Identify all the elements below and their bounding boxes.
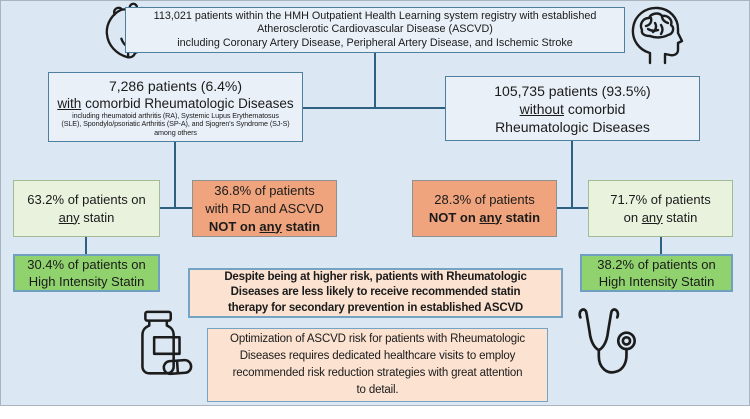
no-rd-not-statin-line: 28.3% of patients <box>434 191 535 207</box>
conclusion-box: Despite being at higher risk, patients w… <box>188 268 563 318</box>
with-rd-label: with comorbid Rheumatologic Diseases <box>57 95 294 111</box>
rd-not-statin-line: NOT on any statin <box>208 218 321 234</box>
no-rd-high-intensity-box: 38.2% of patients on High Intensity Stat… <box>580 254 733 292</box>
recommendation-box: Optimization of ASCVD risk for patients … <box>207 328 548 402</box>
recommendation-line: to detail. <box>356 384 399 396</box>
without-rd-count: 105,735 patients (93.5%) <box>494 82 651 99</box>
registry-box: 113,021 patients within the HMH Outpatie… <box>125 7 625 53</box>
connector-left-horizontal <box>160 207 193 209</box>
rd-high-intensity-line: High Intensity Statin <box>28 274 145 289</box>
connector-right-vertical <box>571 141 573 208</box>
no-rd-high-intensity-line: High Intensity Statin <box>598 274 715 289</box>
with-rd-count: 7,286 patients (6.4%) <box>108 77 243 94</box>
stethoscope-icon <box>566 303 648 392</box>
with-rd-subtext: among others <box>154 127 197 137</box>
no-rd-high-intensity-line: 38.2% of patients on <box>597 256 716 272</box>
registry-line: 113,021 patients within the HMH Outpatie… <box>153 9 597 22</box>
recommendation-line: recommended risk reduction strategies wi… <box>232 367 523 379</box>
recommendation-line: Diseases requires dedicated healthcare v… <box>239 350 516 362</box>
connector-branch-horizontal <box>303 107 446 109</box>
rd-high-intensity-box: 30.4% of patients on High Intensity Stat… <box>13 254 160 292</box>
brain-head-icon <box>623 3 693 70</box>
registry-line: Atherosclerotic Cardiovascular Disease (… <box>257 23 493 36</box>
conclusion-line: Diseases are less likely to receive reco… <box>230 286 521 299</box>
connector-left-statin-vertical <box>85 237 87 255</box>
recommendation-line: Optimization of ASCVD risk for patients … <box>230 333 525 345</box>
registry-line: including Coronary Artery Disease, Perip… <box>177 36 573 49</box>
no-rd-any-statin-line: 71.7% of patients <box>610 191 711 207</box>
no-rd-any-statin-line: on any statin <box>623 209 698 225</box>
rd-not-statin-line: with RD and ASCVD <box>205 200 324 216</box>
with-rd-box: 7,286 patients (6.4%) with comorbid Rheu… <box>48 72 303 142</box>
rd-not-on-statin-box: 36.8% of patients with RD and ASCVD NOT … <box>192 180 337 237</box>
rd-any-statin-line: any statin <box>58 209 115 225</box>
connector-right-statin-vertical <box>660 237 662 255</box>
no-rd-not-statin-line: NOT on any statin <box>428 209 541 225</box>
pill-bottle-icon <box>118 306 202 391</box>
conclusion-line: therapy for secondary prevention in esta… <box>227 301 524 314</box>
conclusion-line: Despite being at higher risk, patients w… <box>224 270 527 283</box>
connector-left-vertical <box>174 142 176 208</box>
without-rd-label: without comorbid <box>519 100 626 117</box>
rd-high-intensity-line: 30.4% of patients on <box>27 256 146 272</box>
no-rd-any-statin-box: 71.7% of patients on any statin <box>588 180 733 237</box>
rd-any-statin-box: 63.2% of patients on any statin <box>13 180 160 237</box>
with-rd-subtext: including rheumatoid arthritis (RA), Sys… <box>72 110 279 120</box>
with-rd-subtext: (SLE), Spondylo/psoriatic Arthritis (SP-… <box>61 119 290 129</box>
rd-not-statin-line: 36.8% of patients <box>214 182 315 198</box>
connector-right-horizontal <box>556 207 589 209</box>
connector-top-vertical <box>374 53 376 108</box>
without-rd-box: 105,735 patients (93.5%) without comorbi… <box>445 76 700 141</box>
no-rd-not-on-statin-box: 28.3% of patients NOT on any statin <box>412 180 557 237</box>
without-rd-label2: Rheumatologic Diseases <box>495 118 650 135</box>
rd-any-statin-line: 63.2% of patients on <box>27 191 146 207</box>
